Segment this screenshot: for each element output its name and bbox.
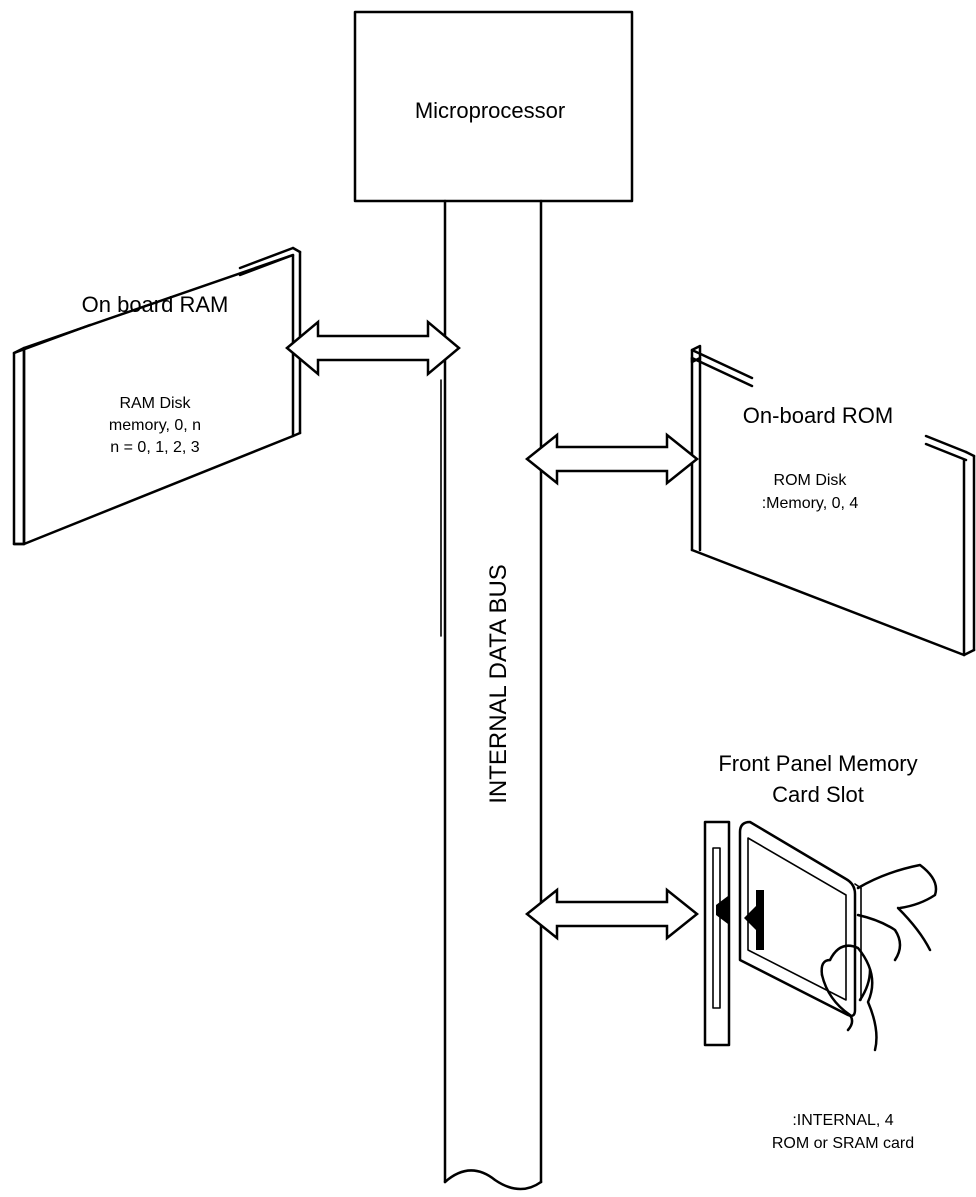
rom-title: On-board ROM xyxy=(743,403,893,428)
microprocessor-block: Microprocessor xyxy=(353,10,634,203)
rom-panel: On-board ROM ROM Disk :Memory, 0, 4 xyxy=(690,344,976,657)
card-slot-title-line-1: Front Panel Memory xyxy=(718,751,917,776)
bidirectional-arrow-icon xyxy=(524,432,700,486)
rom-line-1: ROM Disk xyxy=(774,472,848,489)
hand-icon xyxy=(820,863,938,1052)
card-slot-group: Front Panel Memory Card Slot :I xyxy=(703,751,938,1152)
bidirectional-arrow-icon xyxy=(285,319,461,377)
ram-title: On board RAM xyxy=(82,292,229,317)
rom-line-2: :Memory, 0, 4 xyxy=(762,495,859,512)
ram-panel: On board RAM RAM Disk memory, 0, n n = 0… xyxy=(12,246,302,546)
ram-line-2: memory, 0, n xyxy=(109,417,201,434)
memory-card-icon xyxy=(738,820,862,1018)
ram-line-1: RAM Disk xyxy=(119,395,191,412)
ram-line-3: n = 0, 1, 2, 3 xyxy=(110,439,200,456)
card-slot-title-line-2: Card Slot xyxy=(772,782,864,807)
internal-data-bus: INTERNAL DATA BUS xyxy=(440,199,543,1191)
bidirectional-arrow-icon xyxy=(524,887,700,941)
card-slot-icon xyxy=(703,820,731,1047)
card-caption-line-2: ROM or SRAM card xyxy=(772,1135,914,1152)
card-caption-line-1: :INTERNAL, 4 xyxy=(792,1112,893,1129)
microprocessor-label: Microprocessor xyxy=(415,98,565,123)
bus-label: INTERNAL DATA BUS xyxy=(485,564,512,804)
